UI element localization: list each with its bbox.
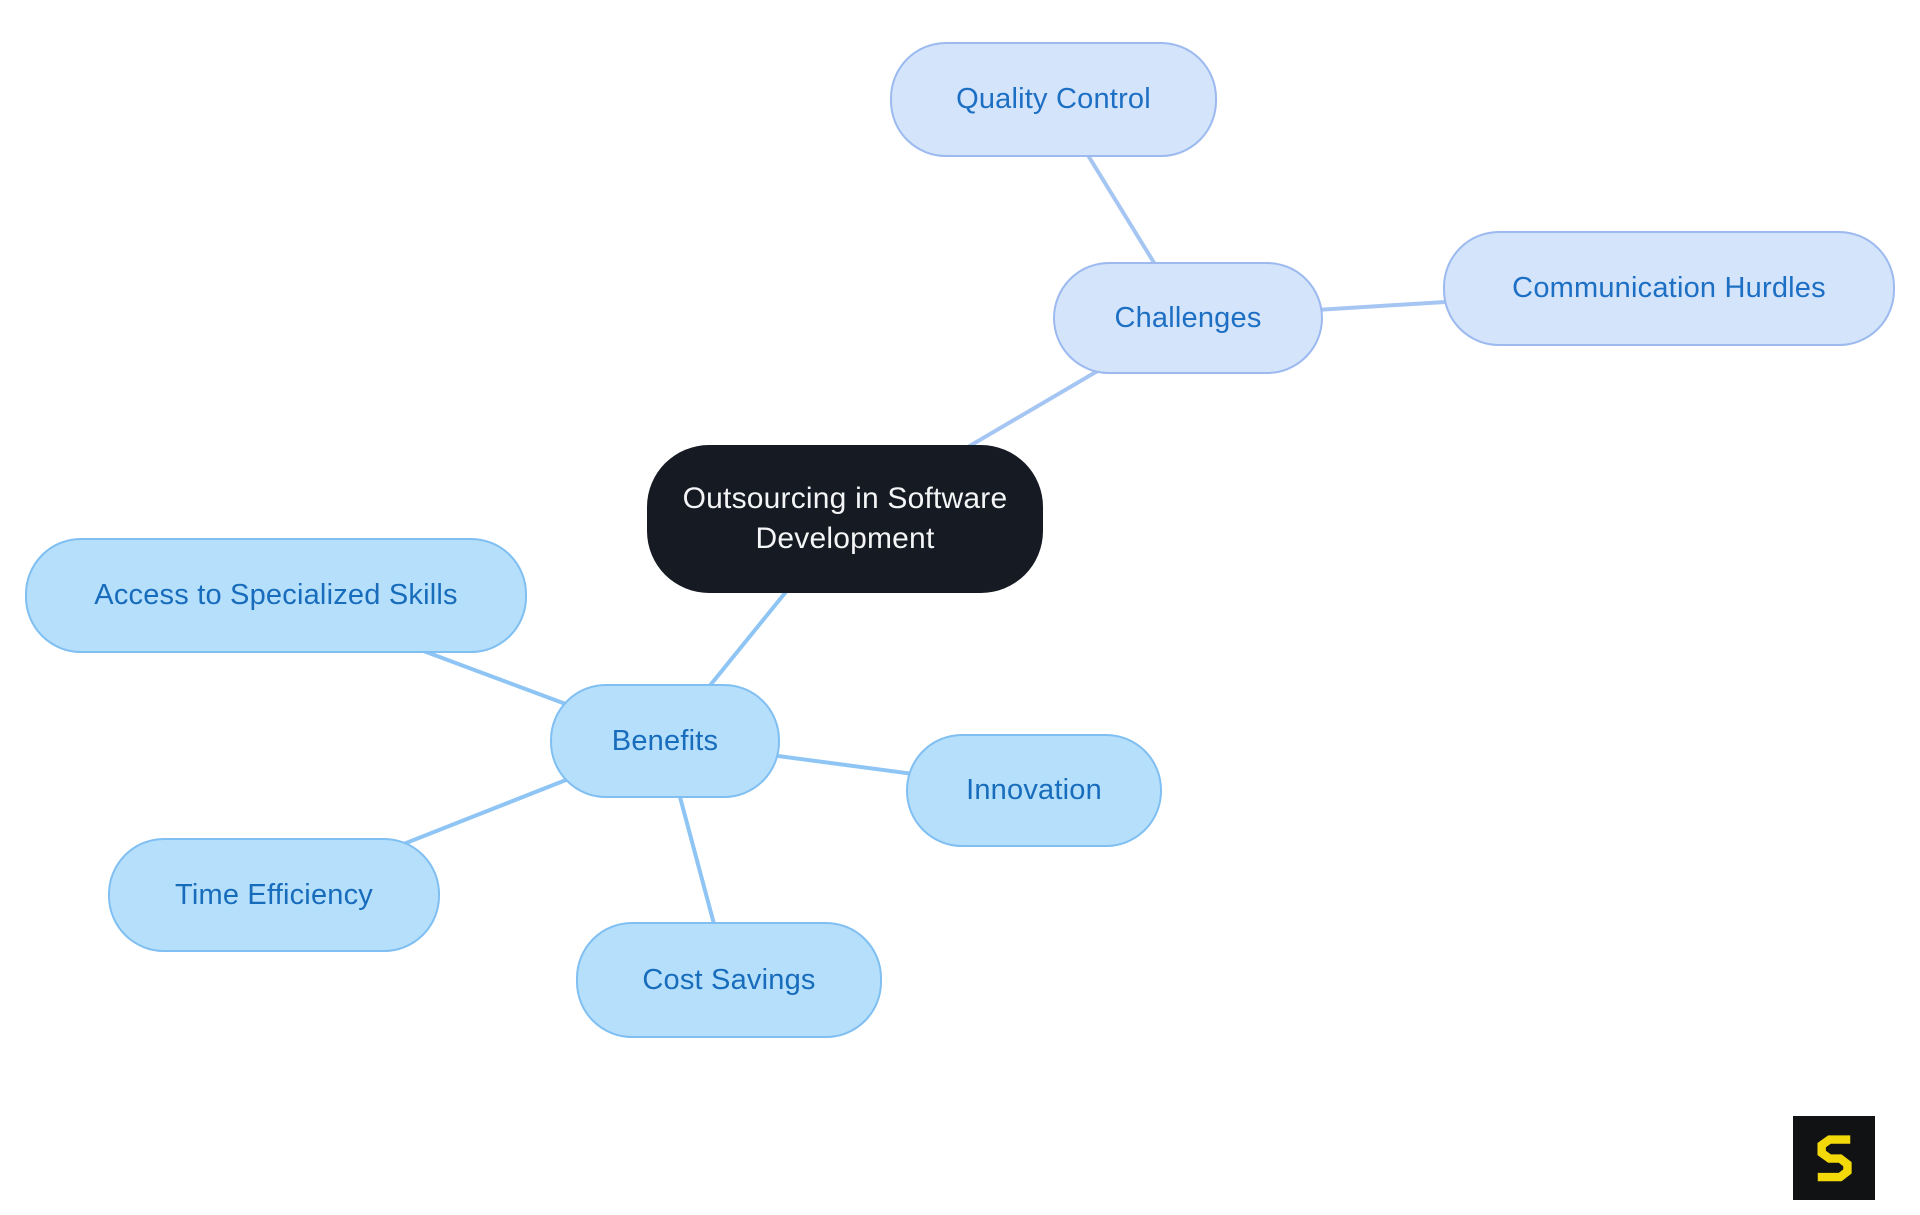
access-specialized-skills-label: Access to Specialized Skills bbox=[94, 579, 458, 611]
brand-s-icon bbox=[1817, 1135, 1852, 1182]
benefits-label: Benefits bbox=[611, 724, 719, 757]
cost-savings-label: Cost Savings bbox=[642, 963, 816, 996]
node-innovation[interactable]: Innovation bbox=[906, 734, 1162, 847]
central-topic-label: Outsourcing in Software Development bbox=[682, 481, 1008, 556]
node-cost-savings[interactable]: Cost Savings bbox=[576, 922, 882, 1038]
node-central-topic[interactable]: Outsourcing in Software Development bbox=[647, 445, 1043, 593]
brand-logo[interactable] bbox=[1793, 1116, 1875, 1200]
node-benefits[interactable]: Benefits bbox=[550, 684, 780, 798]
time-efficiency-label: Time Efficiency bbox=[175, 878, 373, 911]
communication-hurdles-label: Communication Hurdles bbox=[1512, 272, 1826, 304]
node-challenges[interactable]: Challenges bbox=[1053, 262, 1323, 374]
node-access-specialized-skills[interactable]: Access to Specialized Skills bbox=[25, 538, 527, 653]
quality-control-label: Quality Control bbox=[956, 83, 1151, 115]
node-time-efficiency[interactable]: Time Efficiency bbox=[108, 838, 440, 952]
node-quality-control[interactable]: Quality Control bbox=[890, 42, 1217, 157]
node-communication-hurdles[interactable]: Communication Hurdles bbox=[1443, 231, 1895, 346]
challenges-label: Challenges bbox=[1114, 301, 1262, 334]
innovation-label: Innovation bbox=[966, 774, 1102, 806]
